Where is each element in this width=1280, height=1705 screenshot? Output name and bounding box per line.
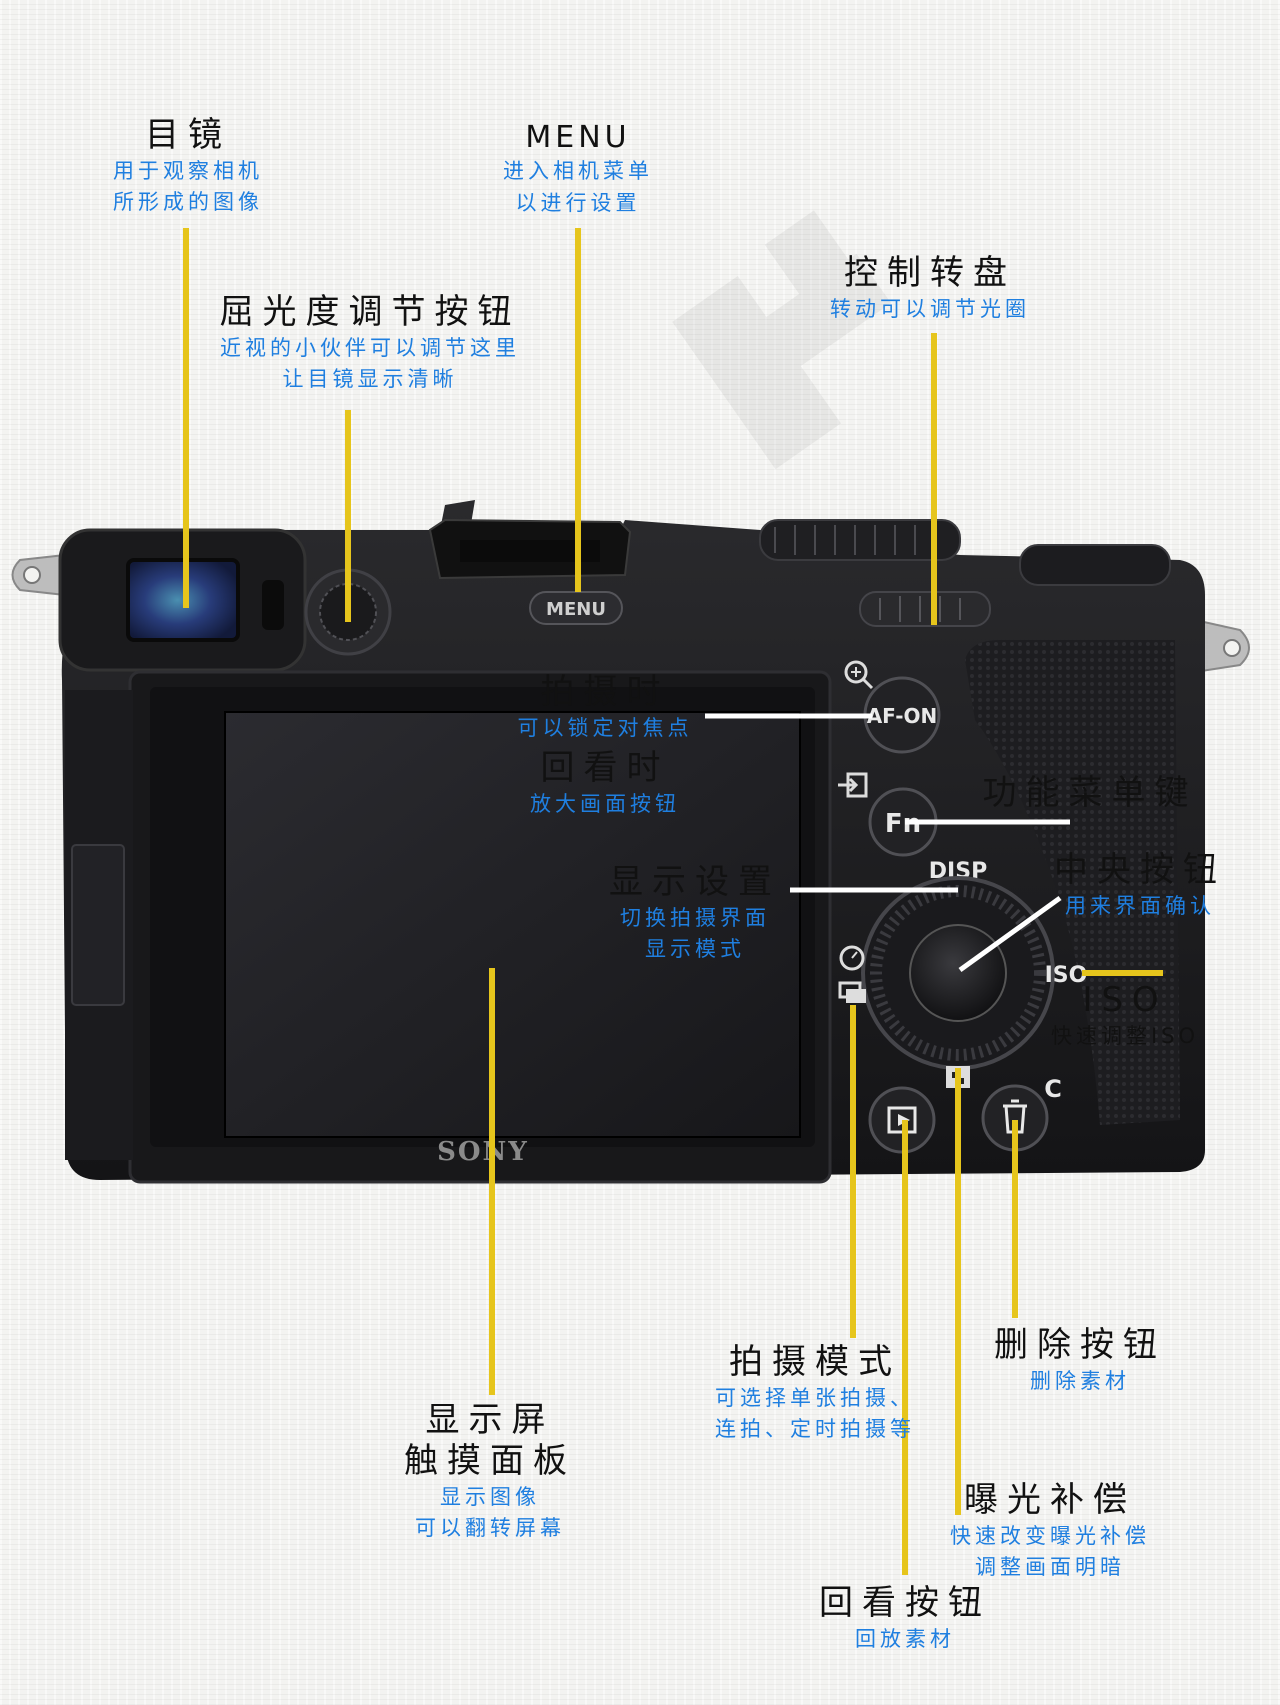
af-on-title-shoot: 拍摄时 xyxy=(540,672,670,712)
drive-mode-icon xyxy=(838,981,866,1003)
screen-title-1: 显示屏 xyxy=(425,1400,555,1440)
c-label: C xyxy=(1044,1075,1062,1103)
right-strap-lug xyxy=(1194,618,1250,674)
callout-af-on: 拍摄时 可以锁定对焦点 回看时 放大画面按钮 xyxy=(500,672,710,821)
diopter-desc-2: 让目镜显示清晰 xyxy=(282,367,458,392)
fn-title: 功能菜单键 xyxy=(982,773,1198,813)
delete-title: 删除按钮 xyxy=(994,1325,1166,1365)
menu-button-label: MENU xyxy=(546,599,606,620)
left-strap-lug xyxy=(11,553,66,597)
delete-desc: 删除素材 xyxy=(1030,1368,1130,1393)
display-setting-title: 显示设置 xyxy=(609,862,781,902)
menu-desc-2: 以进行设置 xyxy=(515,190,641,215)
center-button[interactable] xyxy=(909,924,1007,1022)
callout-delete: 删除按钮 删除素材 xyxy=(985,1325,1175,1397)
iso-label: ISO xyxy=(1045,963,1088,988)
display-setting-desc-1: 切换拍摄界面 xyxy=(620,905,770,930)
screen-desc-1: 显示图像 xyxy=(440,1484,540,1509)
control-dial-desc: 转动可以调节光圈 xyxy=(830,296,1030,321)
eyepiece-desc-1: 用于观察相机 xyxy=(113,158,263,183)
af-on-button[interactable]: AF-ON xyxy=(863,676,941,754)
display-setting-desc-2: 显示模式 xyxy=(645,937,745,962)
playback-desc: 回放素材 xyxy=(855,1626,955,1651)
callout-eyepiece: 目镜 用于观察相机 所形成的图像 xyxy=(98,115,278,219)
playback-return-icon xyxy=(838,772,868,798)
control-dial-title: 控制转盘 xyxy=(844,253,1016,293)
playback-title: 回看按钮 xyxy=(819,1583,991,1623)
callout-diopter: 屈光度调节按钮 近视的小伙伴可以调节这里 让目镜显示清晰 xyxy=(190,292,550,396)
callout-drive-mode: 拍摄模式 可选择单张拍摄、 连拍、定时拍摄等 xyxy=(700,1342,930,1446)
screen-title-2: 触摸面板 xyxy=(404,1440,576,1481)
eyepiece-desc-2: 所形成的图像 xyxy=(113,190,263,215)
menu-desc-1: 进入相机菜单 xyxy=(503,159,653,183)
callout-display-setting: 显示设置 切换拍摄界面 显示模式 xyxy=(605,862,785,966)
exposure-comp-desc-2: 调整画面明暗 xyxy=(975,1555,1125,1580)
af-on-desc-review: 放大画面按钮 xyxy=(530,792,680,817)
callout-screen: 显示屏 触摸面板 显示图像 可以翻转屏幕 xyxy=(390,1400,590,1545)
callout-iso: ISO 快速调整ISO xyxy=(1040,980,1210,1052)
drive-mode-title: 拍摄模式 xyxy=(729,1342,901,1382)
iso-title: ISO xyxy=(1082,980,1168,1020)
callout-center: 中央按钮 用来界面确认 xyxy=(1040,850,1240,922)
menu-title: MENU xyxy=(525,120,631,155)
callout-fn: 功能菜单键 xyxy=(975,773,1205,814)
af-on-desc-shoot: 可以锁定对焦点 xyxy=(517,715,693,740)
callout-exposure-comp: 曝光补偿 快速改变曝光补偿 调整画面明暗 xyxy=(935,1480,1165,1584)
drive-mode-desc-2: 连拍、定时拍摄等 xyxy=(715,1417,915,1442)
center-title: 中央按钮 xyxy=(1054,850,1226,890)
screen-desc-2: 可以翻转屏幕 xyxy=(415,1516,565,1541)
af-on-title-review: 回看时 xyxy=(540,748,670,789)
center-desc: 用来界面确认 xyxy=(1065,893,1215,918)
exposure-comp-title: 曝光补偿 xyxy=(964,1480,1136,1520)
callout-playback: 回看按钮 回放素材 xyxy=(800,1583,1010,1655)
leader-lines xyxy=(183,228,1163,1575)
drive-mode-desc-1: 可选择单张拍摄、 xyxy=(715,1385,915,1410)
watermark xyxy=(672,210,891,470)
control-wheel[interactable] xyxy=(861,876,1055,1070)
brand-logo: SONY xyxy=(437,1137,529,1167)
diopter-title: 屈光度调节按钮 xyxy=(219,292,521,332)
eyepiece-title: 目镜 xyxy=(145,115,231,155)
callout-menu: MENU 进入相机菜单 以进行设置 xyxy=(475,120,681,219)
af-on-label: AF-ON xyxy=(867,704,938,728)
zoom-in-icon xyxy=(844,660,874,690)
callout-control-dial: 控制转盘 转动可以调节光圈 xyxy=(810,253,1050,325)
iso-desc: 快速调整ISO xyxy=(1050,1023,1200,1048)
camera-body xyxy=(58,500,1206,1184)
exposure-comp-desc-1: 快速改变曝光补偿 xyxy=(950,1523,1150,1548)
menu-button[interactable]: MENU xyxy=(529,591,623,625)
diopter-desc-1: 近视的小伙伴可以调节这里 xyxy=(220,335,520,360)
self-timer-icon xyxy=(839,945,865,971)
